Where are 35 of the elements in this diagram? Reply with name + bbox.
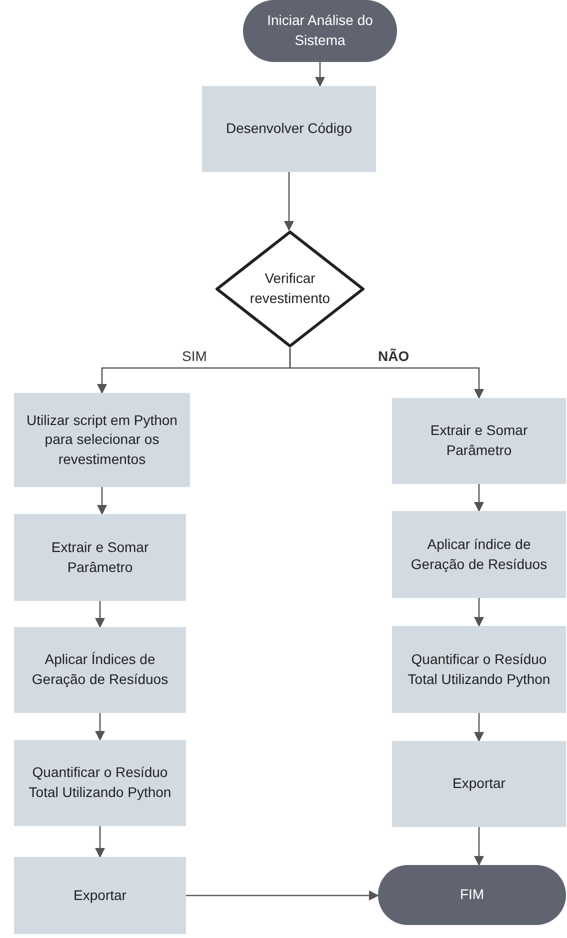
node-text: Aplicar índice de Geração de Resíduos (410, 534, 548, 574)
process-box (14, 627, 186, 713)
process-box (202, 86, 376, 172)
node-text: Iniciar Análise do Sistema (266, 11, 374, 50)
process-box (14, 740, 186, 826)
process-box (14, 514, 186, 601)
process-box (392, 511, 566, 598)
process-box (392, 398, 566, 484)
arrow (474, 484, 484, 512)
node-text: Verificar revestimento (248, 269, 332, 308)
node-text: Extrair e Somar Parâmetro (50, 538, 150, 576)
node-text: Extrair e Somar Parâmetro (429, 421, 529, 460)
node-text: Quantificar o Resíduo Total Utilizando Python (406, 650, 552, 689)
arrow (284, 172, 294, 231)
process-box (14, 857, 186, 934)
arrow (474, 827, 484, 866)
arrow (95, 713, 105, 741)
node-text: Utilizar script em Python para selecionar os revestimentos (26, 410, 178, 469)
node-text: Aplicar Índices de Geração de Resíduos (30, 650, 170, 689)
arrow (474, 713, 484, 742)
arrow (95, 601, 105, 628)
node-text: Exportar (452, 774, 506, 794)
node-text: Desenvolver Código (226, 119, 352, 138)
node-text: Exportar (74, 886, 126, 905)
arrow (474, 598, 484, 627)
arrow (186, 890, 379, 900)
node-text: Quantificar o Resíduo Total Utilizando Python (28, 763, 172, 802)
process-box (14, 393, 190, 487)
arrow (97, 487, 107, 515)
arrow (289, 348, 484, 399)
node-text: FIM (460, 885, 484, 904)
process-box (392, 741, 566, 827)
process-box (392, 626, 566, 713)
arrow (315, 62, 325, 87)
arrow (95, 826, 105, 858)
